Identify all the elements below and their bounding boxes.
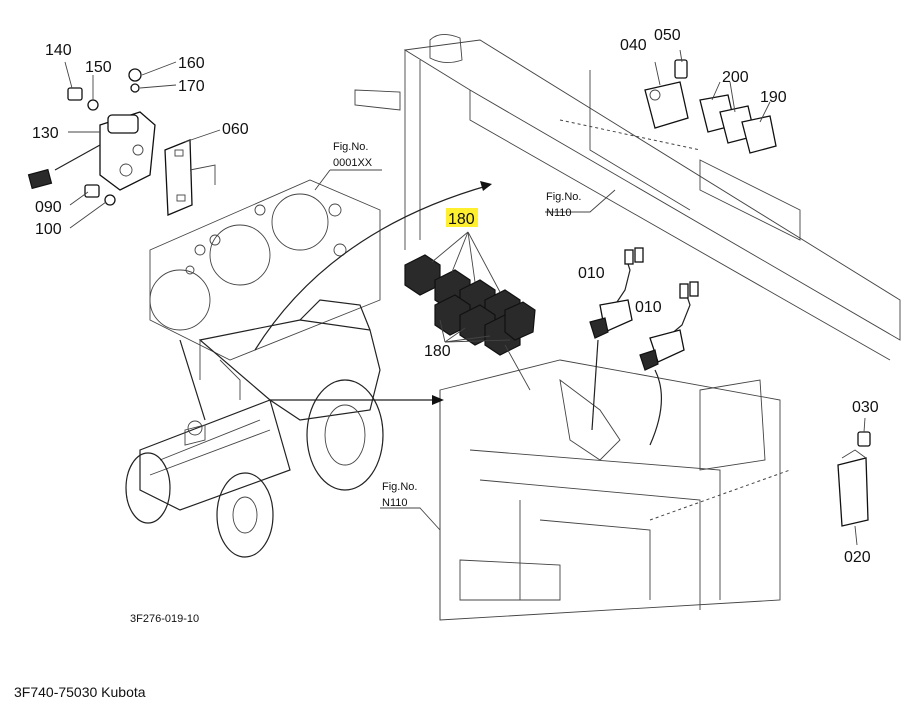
callout-180-highlight [446,208,478,227]
tractor-illustration [125,181,492,558]
callout-160: 160 [178,55,205,72]
fig-ref-3-code: N110 [382,497,407,509]
sensor-assembly-130 [27,61,221,229]
callout-200: 200 [722,69,749,86]
callout-130: 130 [32,125,59,142]
frame-structure [149,34,901,621]
callout-150: 150 [85,59,112,76]
fig-ref-3-title: Fig.No. [382,481,417,493]
caption: 3F740-75030 Kubota [14,684,146,700]
fig-ref-2-code: N110 [546,207,571,219]
callout-100: 100 [35,221,62,238]
relay-cluster-180 [404,208,536,391]
callout-010-b: 010 [635,299,662,316]
relays-top-right [644,49,777,154]
callout-170: 170 [178,78,205,95]
fig-ref-2-title: Fig.No. [546,191,581,203]
callout-090: 090 [35,199,62,216]
fig-ref-1-title: Fig.No. [333,141,368,153]
callout-040: 040 [620,37,647,54]
callout-190: 190 [760,89,787,106]
callout-050: 050 [654,27,681,44]
fig-ref-1-code: 0001XX [333,157,373,169]
callout-180-bottom: 180 [424,343,451,360]
drawing-id: 3F276-019-10 [130,613,199,625]
callout-180-top: 180 [448,211,475,228]
callout-010-a: 010 [578,265,605,282]
sensors-010 [589,247,699,446]
callout-030: 030 [852,399,879,416]
callout-140: 140 [45,42,72,59]
callout-020: 020 [844,549,871,566]
box-020 [837,417,871,546]
callout-060: 060 [222,121,249,138]
